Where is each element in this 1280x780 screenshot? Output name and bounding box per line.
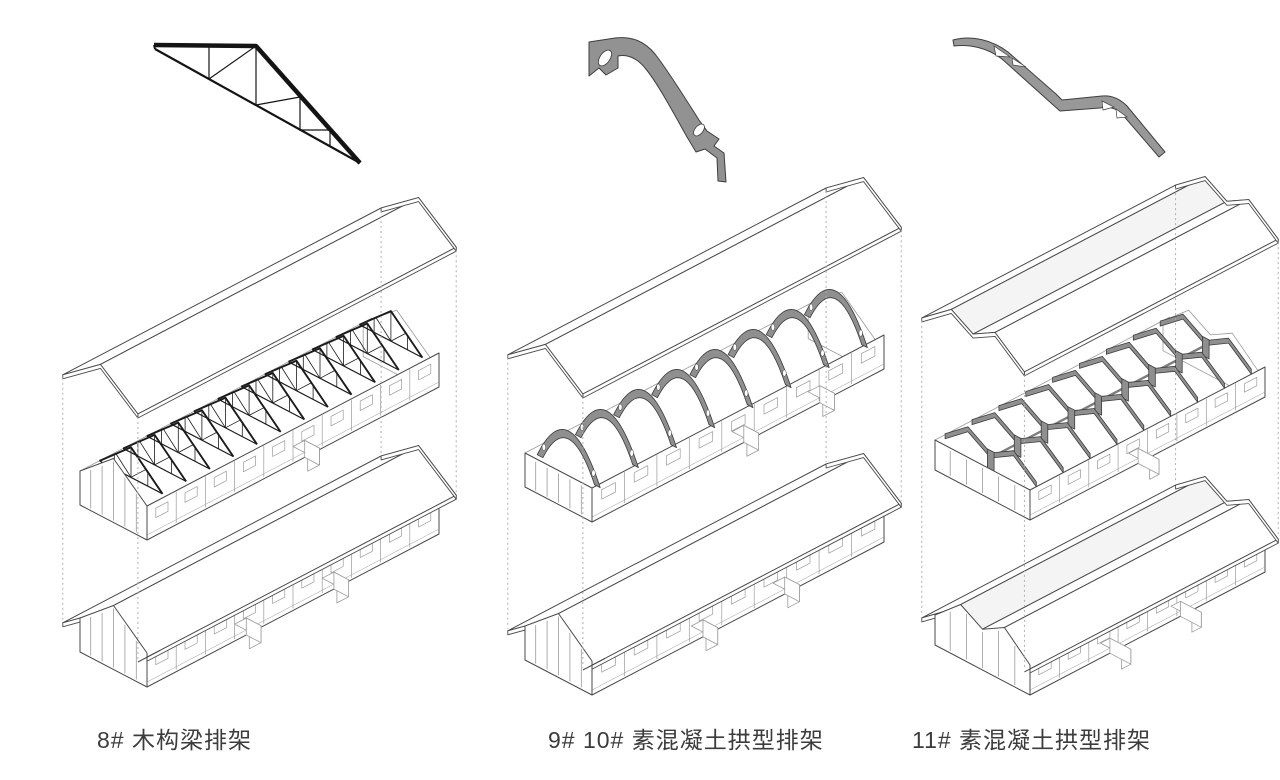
projection-lines xyxy=(507,191,902,668)
exploded-axon-building-9-10 xyxy=(507,177,902,696)
building-layer xyxy=(921,476,1279,696)
exploded-axon-building-8 xyxy=(62,197,457,688)
concrete-folded-arch-icon xyxy=(952,37,1166,158)
timber-truss-icon xyxy=(153,42,362,165)
projection-lines xyxy=(921,188,1279,670)
projection-lines xyxy=(62,211,457,660)
structure-layer xyxy=(934,309,1266,521)
building-layer xyxy=(62,445,457,688)
structure-layer xyxy=(79,309,440,541)
exploded-axon-building-11 xyxy=(921,176,1279,696)
roof-layer xyxy=(507,177,902,399)
building-layer xyxy=(507,453,902,696)
roof-layer xyxy=(921,176,1279,377)
label-building-11: 11# 素混凝土拱型排架 xyxy=(912,727,1152,753)
concrete-arch-icon xyxy=(588,37,727,183)
structure-layer xyxy=(524,289,885,523)
label-building-9-10: 9# 10# 素混凝土拱型排架 xyxy=(548,727,824,753)
label-building-8: 8# 木构梁排架 xyxy=(97,727,252,753)
